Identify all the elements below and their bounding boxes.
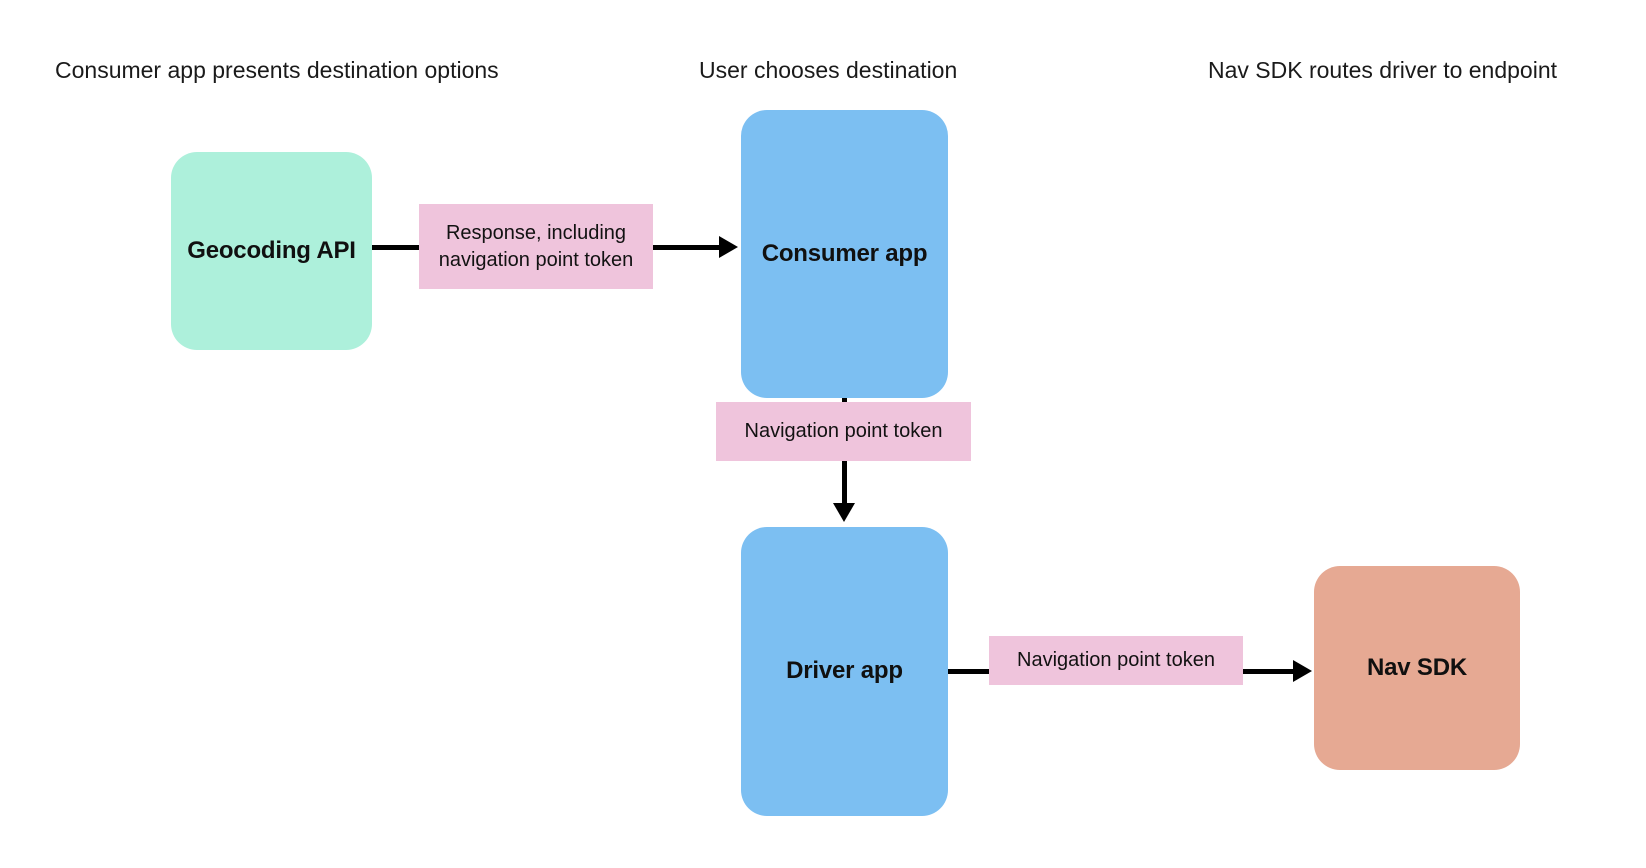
edge-line-geocoding-to-label [372,245,422,250]
node-nav-sdk[interactable]: Nav SDK [1314,566,1520,770]
node-driver-app[interactable]: Driver app [741,527,948,816]
node-nav-sdk-label: Nav SDK [1367,653,1467,681]
node-driver-app-label: Driver app [786,657,903,685]
node-geocoding-api-label: Geocoding API [187,236,356,264]
arrow-head-to-nav-sdk [1293,660,1312,682]
edge-line-label-to-navsdk [1241,669,1296,674]
column-header-user-chooses: User chooses destination [699,57,958,83]
node-consumer-app-label: Consumer app [761,239,928,267]
column-header-nav-sdk: Nav SDK routes driver to endpoint [1208,57,1558,83]
node-geocoding-api[interactable]: Geocoding API [171,152,372,350]
arrow-head-to-driver-app [833,503,855,522]
edge-line-label-to-consumer [651,245,722,250]
edge-line-driver-to-label [948,669,996,674]
edge-label-response-navigation-point-token: Response, including navigation point tok… [419,204,653,289]
edge-label-navigation-point-token-driver-navsdk: Navigation point token [989,636,1243,685]
edge-label-navigation-point-token-consumer-driver: Navigation point token [716,402,971,461]
edge-label-consumer-driver-text: Navigation point token [744,420,943,442]
node-consumer-app[interactable]: Consumer app [741,110,948,398]
arrow-head-to-consumer-app [719,236,738,258]
edge-label-response-text: Response, including navigation point tok… [438,221,634,271]
column-header-consumer-app: Consumer app presents destination option… [55,57,499,83]
edge-label-driver-navsdk-text: Navigation point token [1017,649,1215,671]
